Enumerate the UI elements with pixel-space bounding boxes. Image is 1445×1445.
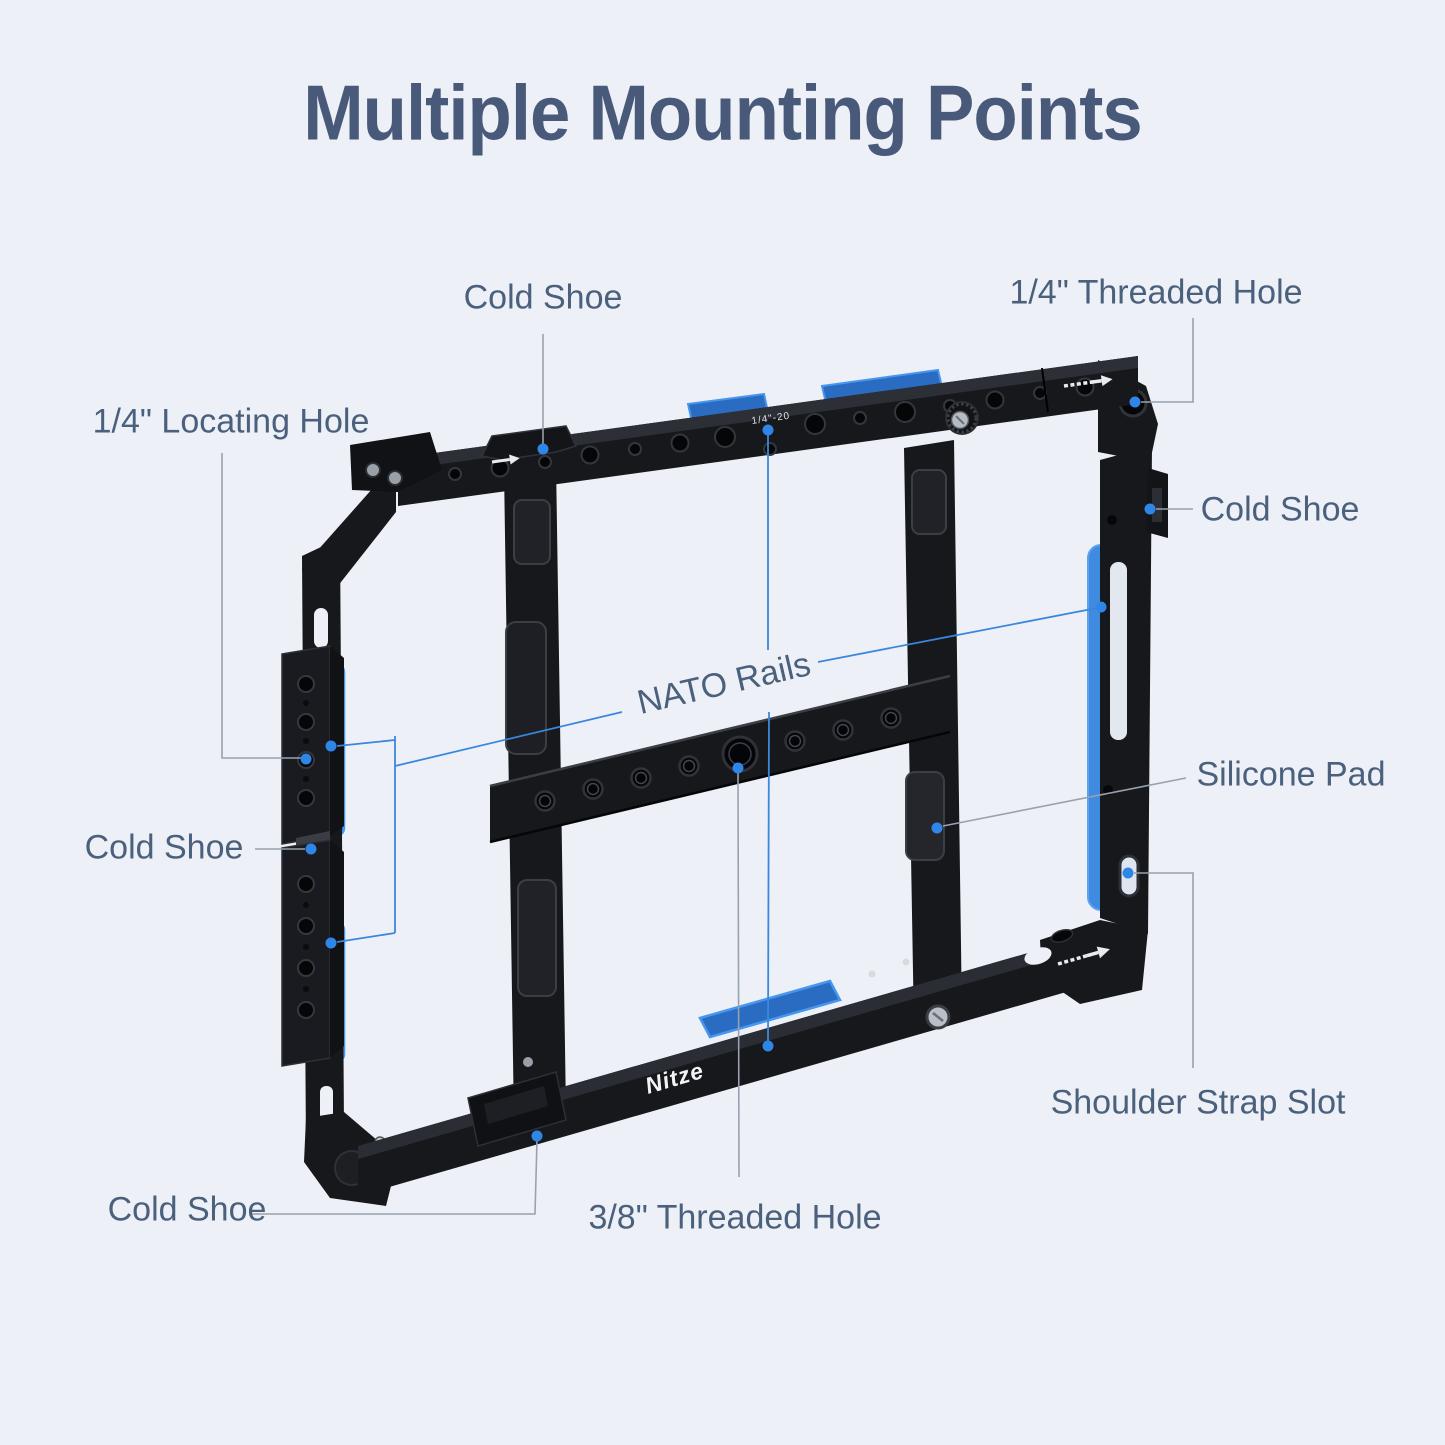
callout-label-cold-shoe-top: Cold Shoe [463, 278, 623, 317]
callout-dots [300, 396, 1156, 1142]
callout-label-quarter-locating-hole: 1/4" Locating Hole [92, 402, 370, 441]
callout-label-three-eighth-threaded-hole: 3/8" Threaded Hole [588, 1198, 882, 1237]
callout-label-shoulder-strap-slot: Shoulder Strap Slot [1050, 1083, 1346, 1122]
callout-label-silicone-pad: Silicone Pad [1196, 755, 1386, 794]
top-rail: 1/4"-20 [350, 356, 1138, 506]
left-rail [281, 462, 398, 1206]
callout-label-quarter-threaded-hole: 1/4" Threaded Hole [1009, 273, 1303, 312]
arrow-engraving [491, 454, 520, 465]
page-title: Multiple Mounting Points [303, 68, 1142, 157]
bottom-rail: Nitze [358, 934, 1094, 1196]
callout-label-cold-shoe-left: Cold Shoe [84, 828, 244, 867]
center-bar [489, 674, 951, 844]
thumbscrew [945, 401, 979, 435]
callout-label-cold-shoe-right: Cold Shoe [1200, 490, 1360, 529]
thread-size-engraving: 1/4"-20 [751, 411, 791, 427]
top-cold-shoe-mount [480, 425, 578, 461]
callout-lines [221, 318, 1194, 1215]
arrow-engraving [1063, 375, 1113, 388]
callout-label-cold-shoe-bottom: Cold Shoe [107, 1190, 267, 1229]
arrow-engraving [1057, 946, 1110, 966]
